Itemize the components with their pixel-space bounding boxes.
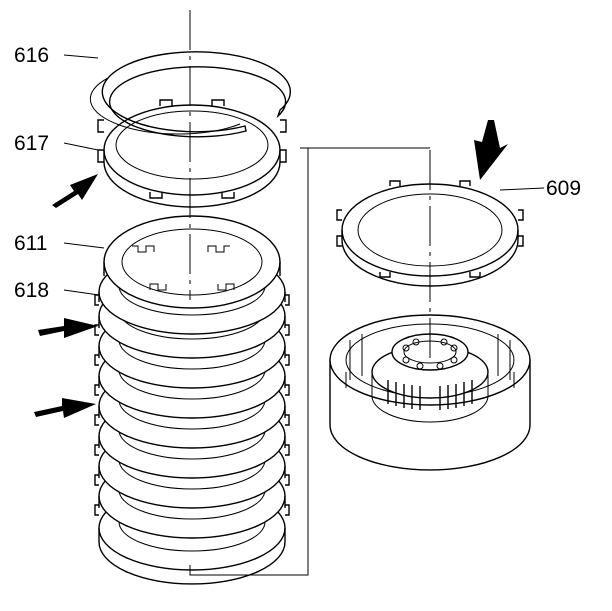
callout-616: 616 [14,44,49,67]
assembly-bracket [189,147,430,576]
leader-line-617 [63,142,99,151]
leader-line-609 [499,187,545,191]
clutch-housing [329,314,531,471]
clutch-plate-stack [94,215,290,585]
callout-611: 611 [14,232,47,255]
leader-line-618 [63,289,100,296]
callout-617: 617 [14,132,49,155]
leader-line-611 [63,242,105,249]
arrow-icon [52,174,98,208]
arrow-icon [34,398,96,418]
callout-609: 609 [546,177,581,200]
clutch-plate-611 [103,215,281,309]
callout-618: 618 [14,279,49,302]
arrow-icon [38,318,98,338]
backing-plate-617 [97,99,287,208]
arrow-icon [474,120,508,180]
leader-line-616 [63,54,99,59]
snap-ring-616 [89,51,291,138]
